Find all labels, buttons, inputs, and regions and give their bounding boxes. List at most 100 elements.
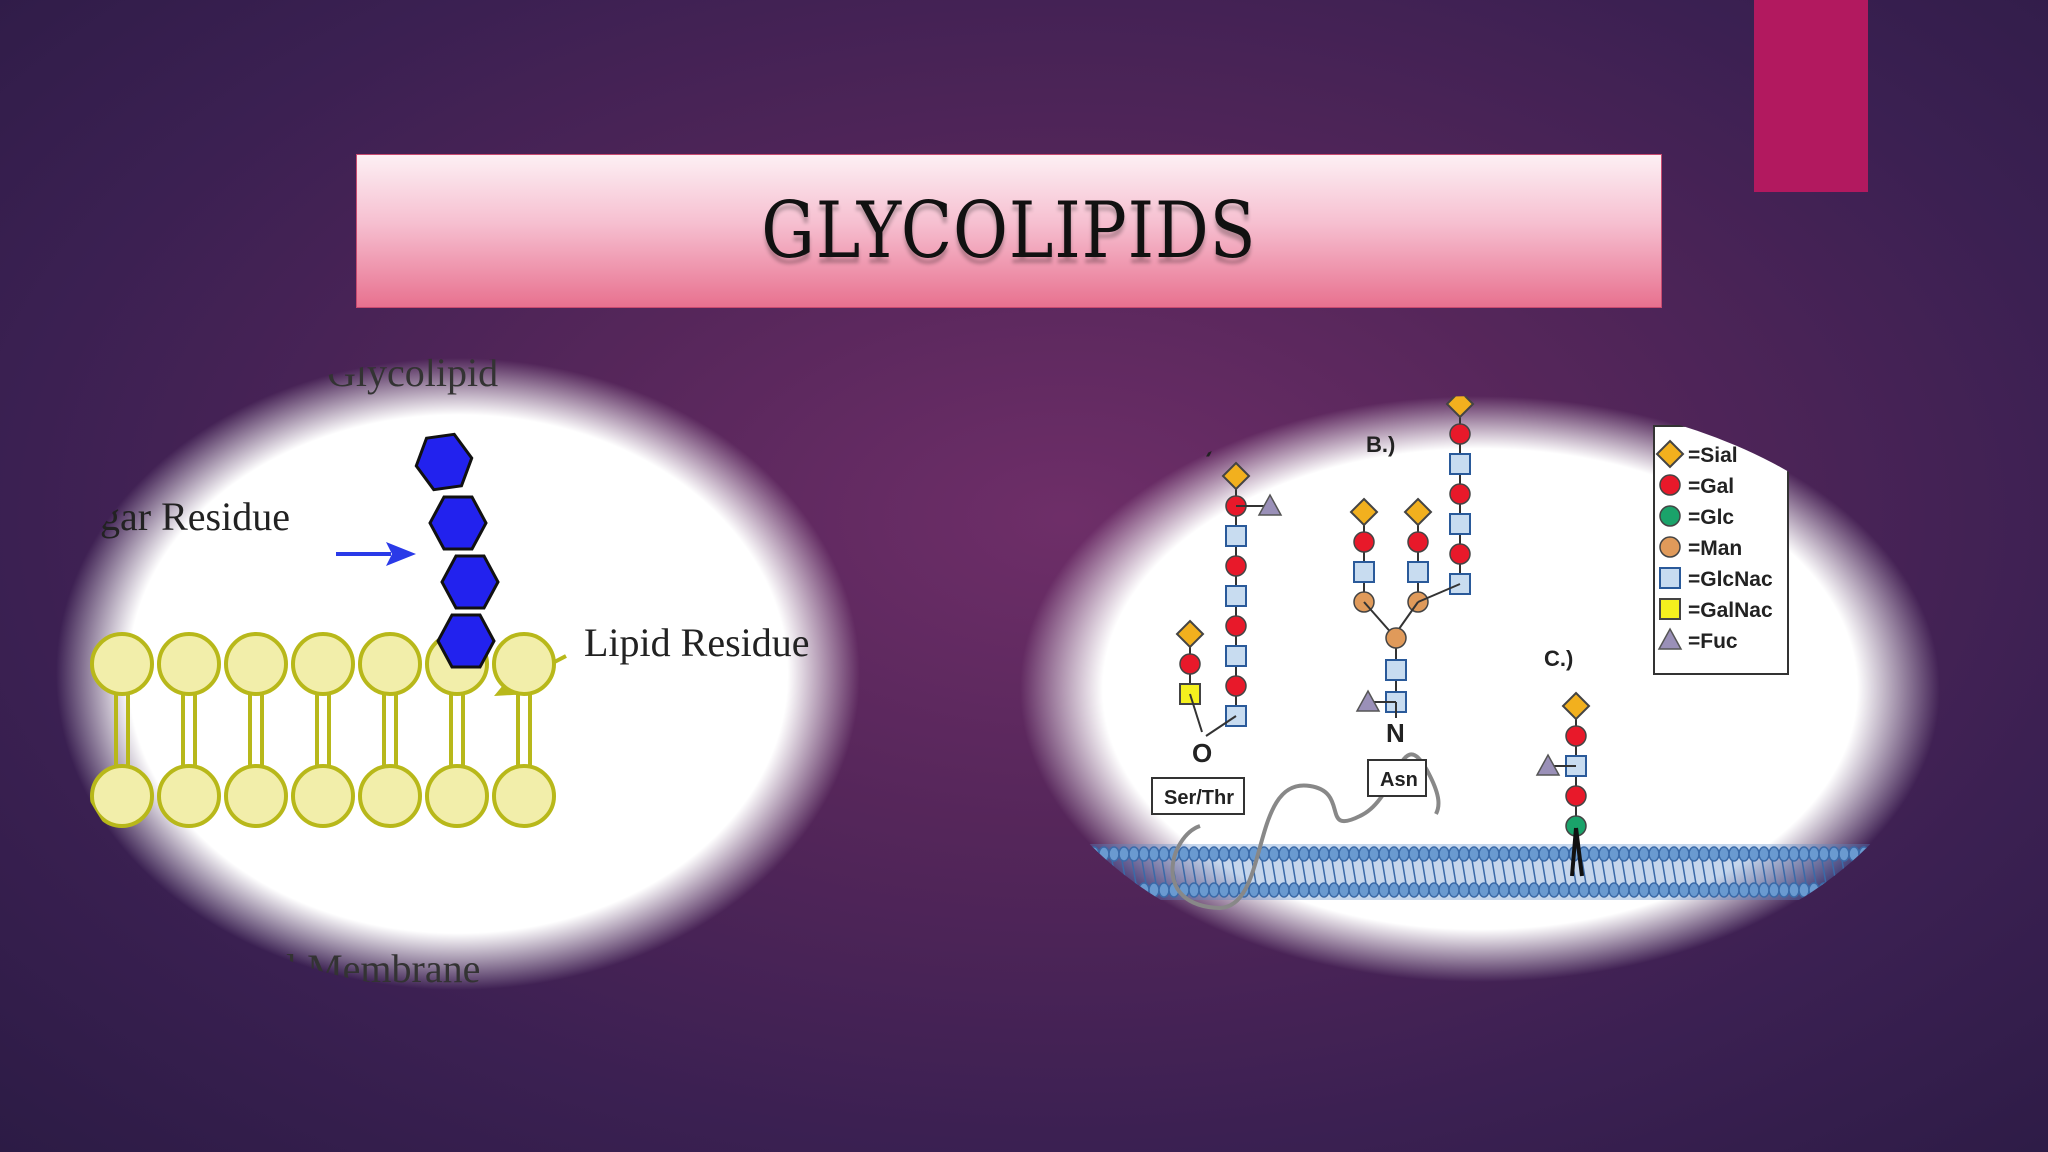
sial-symbol bbox=[1561, 691, 1591, 721]
lipid-residue-label: Lipid Residue bbox=[584, 620, 810, 665]
membrane-head bbox=[1678, 882, 1690, 898]
membrane-head bbox=[1368, 882, 1380, 898]
membrane-tail bbox=[1601, 859, 1607, 885]
membrane-head bbox=[1608, 846, 1620, 862]
membrane-tail bbox=[1271, 859, 1277, 885]
membrane-tail bbox=[1711, 859, 1717, 885]
membrane-head bbox=[1258, 882, 1270, 898]
membrane-tail bbox=[1331, 859, 1337, 885]
membrane-head bbox=[1838, 882, 1850, 898]
membrane-tail bbox=[1511, 859, 1517, 885]
membrane-head bbox=[1148, 846, 1160, 862]
membrane-head bbox=[1658, 882, 1670, 898]
membrane-tail bbox=[1651, 859, 1657, 885]
membrane-head bbox=[1708, 846, 1720, 862]
membrane-head bbox=[1458, 846, 1470, 862]
membrane-head bbox=[1128, 846, 1140, 862]
sial-symbol bbox=[1221, 461, 1251, 491]
membrane-tail bbox=[1091, 859, 1097, 885]
membrane-head bbox=[1438, 846, 1450, 862]
membrane-tail bbox=[1561, 859, 1567, 885]
membrane-head bbox=[1208, 846, 1220, 862]
membrane-head bbox=[1138, 882, 1150, 898]
membrane-head bbox=[1808, 882, 1820, 898]
membrane-head bbox=[1078, 846, 1090, 862]
sugar-arrow bbox=[336, 542, 416, 566]
ser-thr-label: Ser/Thr bbox=[1164, 787, 1234, 809]
membrane-head bbox=[1568, 882, 1580, 898]
membrane-tail bbox=[1191, 859, 1197, 885]
membrane-head bbox=[1478, 882, 1490, 898]
membrane-head bbox=[1268, 882, 1280, 898]
membrane-head bbox=[1618, 882, 1630, 898]
membrane-head bbox=[1658, 846, 1670, 862]
membrane-head bbox=[1278, 882, 1290, 898]
membrane-tail bbox=[1821, 859, 1827, 885]
slide-title: GLYCOLIPIDS bbox=[761, 186, 1257, 276]
fuc-symbol bbox=[1257, 493, 1283, 516]
sial-symbol bbox=[1349, 497, 1379, 527]
glycolipid-label: Glycolipid bbox=[327, 358, 498, 395]
membrane-head bbox=[1538, 882, 1550, 898]
man-symbol bbox=[1659, 536, 1681, 558]
membrane-head bbox=[1368, 846, 1380, 862]
membrane-tail bbox=[1361, 859, 1367, 885]
membrane-head bbox=[1688, 882, 1700, 898]
membrane-head bbox=[1738, 882, 1750, 898]
membrane-tail bbox=[1881, 859, 1887, 885]
membrane-head bbox=[1298, 846, 1310, 862]
membrane-head bbox=[1858, 846, 1870, 862]
membrane-tail bbox=[1771, 859, 1777, 885]
membrane-tail bbox=[1461, 859, 1467, 885]
membrane-head bbox=[1878, 882, 1890, 898]
lipid-head bbox=[157, 632, 221, 696]
lipid-head bbox=[358, 632, 422, 696]
membrane-head bbox=[1428, 846, 1440, 862]
membrane-head bbox=[1868, 846, 1880, 862]
membrane-head bbox=[1688, 846, 1700, 862]
membrane-tail bbox=[1221, 859, 1227, 885]
membrane-tail bbox=[1761, 859, 1767, 885]
glycan-link bbox=[1189, 693, 1203, 733]
membrane-head bbox=[1888, 882, 1900, 898]
membrane-head bbox=[1598, 882, 1610, 898]
sugar-chain bbox=[414, 432, 500, 669]
membrane-head bbox=[1888, 846, 1900, 862]
membrane-head bbox=[1198, 882, 1210, 898]
membrane-head bbox=[1118, 882, 1130, 898]
accent-bar bbox=[1754, 0, 1868, 192]
membrane-tail bbox=[1851, 859, 1857, 885]
membrane-head bbox=[1198, 846, 1210, 862]
membrane-head bbox=[1508, 882, 1520, 898]
membrane-head bbox=[1868, 882, 1880, 898]
membrane-tail bbox=[1341, 859, 1347, 885]
membrane-head bbox=[1308, 882, 1320, 898]
membrane-tail bbox=[1891, 859, 1897, 885]
membrane-head bbox=[1548, 882, 1560, 898]
membrane-head bbox=[1398, 882, 1410, 898]
membrane-tail bbox=[1311, 859, 1317, 885]
membrane-tail bbox=[1731, 859, 1737, 885]
fuc-symbol bbox=[1535, 753, 1561, 776]
membrane-head bbox=[1798, 846, 1810, 862]
membrane-tail bbox=[1381, 859, 1387, 885]
glycan-link bbox=[1417, 583, 1461, 603]
gal-symbol bbox=[1449, 423, 1471, 445]
membrane-tail bbox=[1751, 859, 1757, 885]
membrane-head bbox=[1288, 846, 1300, 862]
lipid-head bbox=[90, 632, 154, 696]
membrane-head bbox=[1548, 846, 1560, 862]
membrane-head bbox=[1468, 882, 1480, 898]
membrane-head bbox=[1448, 846, 1460, 862]
membrane-head bbox=[1328, 882, 1340, 898]
membrane-head bbox=[1528, 882, 1540, 898]
membrane-tail bbox=[1801, 859, 1807, 885]
membrane-head bbox=[1518, 882, 1530, 898]
membrane-head bbox=[1098, 846, 1110, 862]
membrane-tail bbox=[1551, 859, 1557, 885]
membrane-head bbox=[1188, 846, 1200, 862]
membrane-head bbox=[1638, 846, 1650, 862]
membrane-tail bbox=[1291, 859, 1297, 885]
membrane-head bbox=[1748, 846, 1760, 862]
membrane-head bbox=[1188, 882, 1200, 898]
